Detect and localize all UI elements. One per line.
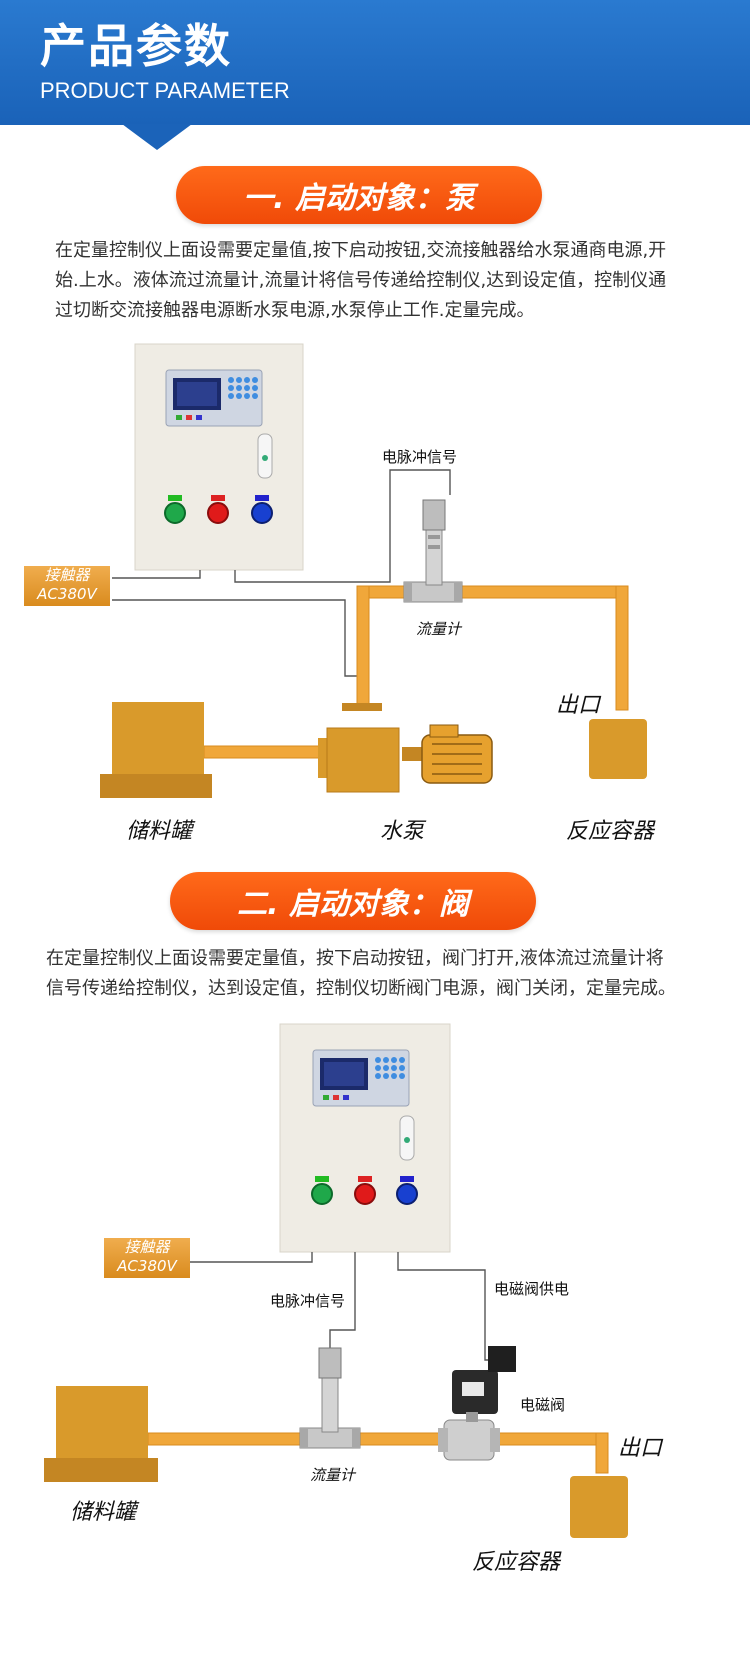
page-title: 产品参数 — [40, 19, 232, 73]
section1-description: 在定量控制仪上面设需要定量值,按下启动按钮,交流接触器给水泵通商电源,开始.上水… — [55, 240, 667, 321]
valve-diagram — [44, 1023, 628, 1538]
section2-heading: 二. 启动对象：阀 — [170, 872, 536, 930]
pump-label: 水泵 — [380, 819, 425, 844]
tank-label-1: 储料罐 — [126, 819, 193, 844]
pump-diagram — [100, 343, 647, 798]
tank-label-2: 储料罐 — [70, 1500, 137, 1525]
storage-tank-1 — [100, 702, 212, 798]
header-banner: 产品参数 PRODUCT PARAMETER — [0, 0, 750, 125]
pump-1 — [318, 703, 493, 793]
valve-label: 电磁阀 — [520, 1396, 566, 1414]
container-label-1: 反应容器 — [566, 819, 655, 844]
control-cabinet-2 — [279, 1023, 451, 1253]
valve-power-label: 电磁阀供电 — [494, 1280, 570, 1298]
flowmeter-label-1: 流量计 — [416, 620, 462, 638]
pulse-signal-label-1: 电脉冲信号 — [382, 448, 458, 466]
control-cabinet-1 — [134, 343, 304, 571]
container-label-2: 反应容器 — [472, 1550, 561, 1575]
flowmeter-2 — [299, 1347, 361, 1449]
pulse-signal-label-2: 电脉冲信号 — [270, 1292, 346, 1310]
reaction-container-2 — [570, 1476, 628, 1538]
solenoid-valve — [438, 1346, 516, 1461]
contactor-tag-1: 接触器 AC380V — [24, 566, 110, 606]
flowmeter-label-2: 流量计 — [310, 1466, 356, 1484]
reaction-container-1 — [589, 719, 647, 779]
contactor-tag-2: 接触器 AC380V — [104, 1238, 190, 1278]
flowmeter-1 — [403, 499, 463, 603]
outlet-label-2: 出口 — [618, 1436, 663, 1461]
section1-heading: 一. 启动对象：泵 — [176, 166, 542, 224]
page-subtitle: PRODUCT PARAMETER — [40, 78, 290, 103]
outlet-label-1: 出口 — [556, 693, 601, 718]
storage-tank-2 — [44, 1386, 158, 1482]
section2-description: 在定量控制仪上面设需要定量值，按下启动按钮，阀门打开,液体流过流量计将信号传递给… — [46, 948, 676, 999]
header-pointer — [122, 124, 192, 150]
